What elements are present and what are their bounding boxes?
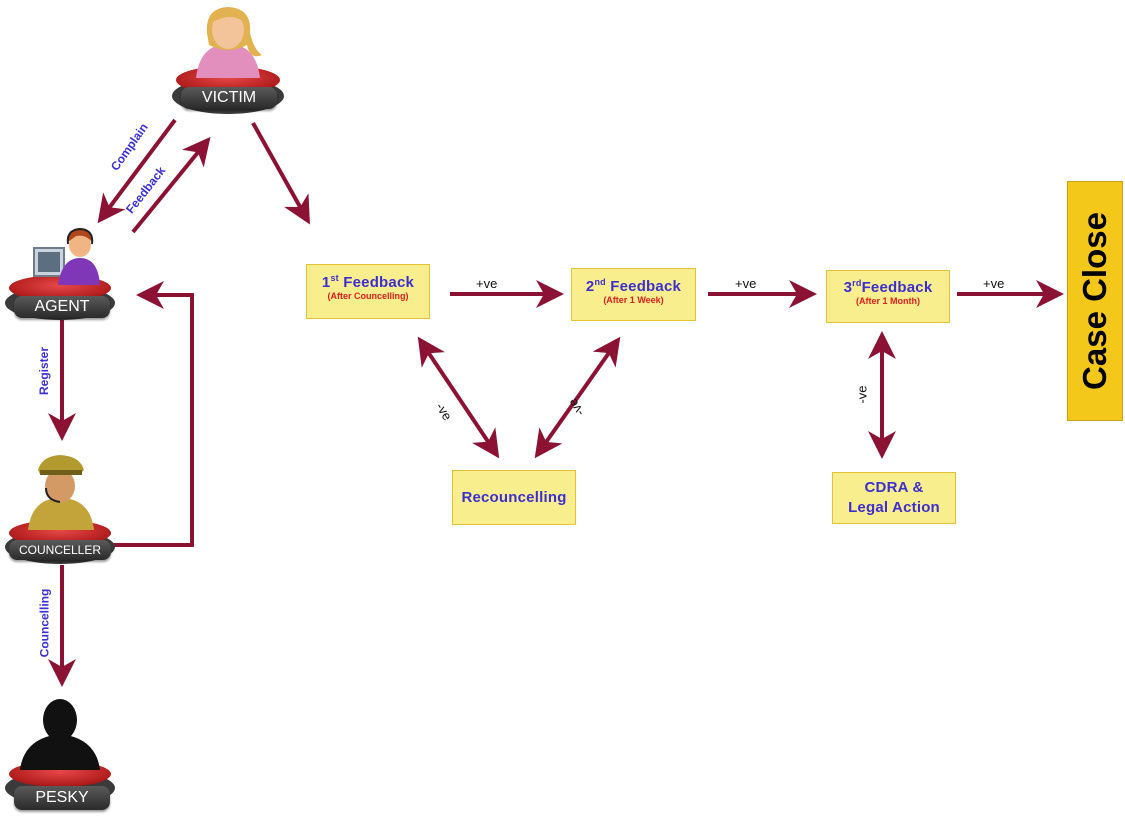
neg-arrow-2 (534, 336, 621, 459)
feedback-2-suffix: nd (594, 277, 606, 287)
councelling-label: Councelling (37, 588, 52, 658)
counceller-label: COUNCELLER (9, 540, 111, 560)
neg-arrow-1 (417, 336, 500, 459)
recouncelling-box: Recouncelling (452, 470, 576, 525)
feedback-2-box: 2nd Feedback (After 1 Week) (571, 268, 696, 321)
recouncelling-label: Recouncelling (461, 489, 567, 506)
pesky-label: PESKY (14, 786, 110, 810)
agent-icon (5, 227, 115, 320)
register-label: Register (37, 346, 52, 396)
victim-label: VICTIM (181, 87, 277, 109)
feedback-1-subtitle: (After Councelling) (327, 291, 409, 301)
case-close-label: Case Close (1076, 212, 1113, 390)
pos-label-3: +ve (983, 276, 1005, 291)
feedback-arrow (131, 136, 211, 234)
feedback-3-title: Feedback (861, 279, 933, 296)
feedback-3-subtitle: (After 1 Month) (856, 296, 920, 306)
feedback-1-box: 1st Feedback (After Councelling) (306, 264, 430, 319)
cdra-box: CDRA & Legal Action (832, 472, 956, 524)
case-close-box: Case Close (1067, 181, 1123, 421)
feedback-3-suffix: rd (852, 278, 862, 288)
pos-label-1: +ve (476, 276, 498, 291)
neg-label-3: -ve (854, 385, 870, 404)
feedback-2-ordinal: 2 (585, 278, 595, 295)
pos-label-2: +ve (735, 276, 757, 291)
counceller-to-agent-arrow (112, 281, 194, 547)
cdra-line-2: Legal Action (848, 499, 940, 516)
feedback-2-title: Feedback (610, 278, 682, 295)
feedback-2-subtitle: (After 1 Week) (603, 295, 664, 305)
complain-arrow (97, 118, 177, 224)
agent-label: AGENT (14, 296, 110, 318)
feedback-1-ordinal: 1 (321, 274, 331, 291)
feedback-3-ordinal: 3 (843, 279, 853, 296)
feedback-1-title: Feedback (343, 274, 415, 291)
victim-to-feedback-arrow (251, 122, 310, 225)
feedback-1-suffix: st (330, 273, 339, 283)
feedback-3-box: 3rdFeedback (After 1 Month) (826, 270, 950, 323)
cdra-line-1: CDRA & (864, 479, 924, 496)
